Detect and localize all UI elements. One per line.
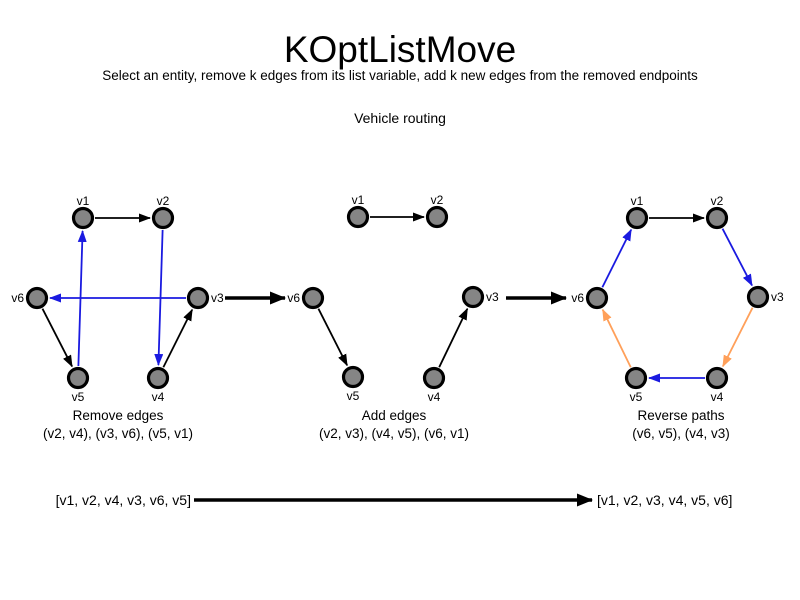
- edge-v5-v6: [601, 308, 632, 368]
- node-label-v5: v5: [630, 390, 643, 404]
- step-arrows-layer: [194, 291, 593, 507]
- add-edges-graph-caption: Add edges: [362, 408, 427, 423]
- edge-v3-v4: [722, 307, 754, 368]
- reverse-paths-graph-edge-list: (v6, v5), (v4, v3): [632, 426, 730, 441]
- node-v2: [151, 206, 175, 230]
- node-label-v5: v5: [347, 389, 360, 403]
- node-label-v3: v3: [771, 290, 784, 304]
- node-label-v6: v6: [571, 291, 584, 305]
- node-v1: [346, 205, 370, 229]
- node-v1: [625, 206, 649, 230]
- node-v6: [301, 286, 325, 310]
- list-before: [v1, v2, v4, v3, v6, v5]: [56, 492, 191, 508]
- add-edges-graph-edge-list: (v2, v3), (v4, v5), (v6, v1): [319, 426, 469, 441]
- node-label-v4: v4: [152, 390, 165, 404]
- node-label-v4: v4: [428, 390, 441, 404]
- node-v4: [146, 366, 170, 390]
- edge-v6-v5: [317, 308, 348, 367]
- node-v4: [422, 366, 446, 390]
- remove-edges-graph-caption: Remove edges: [73, 408, 164, 423]
- node-v5: [341, 365, 365, 389]
- list-after: [v1, v2, v3, v4, v5, v6]: [597, 492, 732, 508]
- node-label-v2: v2: [431, 193, 444, 207]
- edge-v4-v3: [438, 307, 469, 368]
- node-label-v3: v3: [211, 291, 224, 305]
- node-label-v6: v6: [11, 291, 24, 305]
- node-label-v1: v1: [77, 194, 90, 208]
- edge-v4-v3: [162, 308, 193, 368]
- node-v4: [705, 366, 729, 390]
- page-subtitle: Select an entity, remove k edges from it…: [102, 68, 698, 83]
- node-v5: [66, 366, 90, 390]
- node-v2: [705, 206, 729, 230]
- node-label-v3: v3: [486, 290, 499, 304]
- example-label: Vehicle routing: [354, 110, 446, 126]
- edge-v6-v5: [41, 308, 73, 368]
- edge-v6-v1: [601, 228, 632, 288]
- node-label-v2: v2: [711, 194, 724, 208]
- node-v3: [186, 286, 210, 310]
- node-v3: [461, 285, 485, 309]
- node-v6: [25, 286, 49, 310]
- node-label-v6: v6: [287, 291, 300, 305]
- page-title: KOptListMove: [284, 29, 516, 70]
- reverse-paths-graph-caption: Reverse paths: [637, 408, 724, 423]
- node-v1: [71, 206, 95, 230]
- edge-v2-v3: [721, 228, 753, 287]
- edge-v5-v1: [77, 229, 87, 367]
- node-label-v1: v1: [631, 194, 644, 208]
- remove-edges-graph-edge-list: (v2, v4), (v3, v6), (v5, v1): [43, 426, 193, 441]
- node-v2: [425, 205, 449, 229]
- node-label-v5: v5: [72, 390, 85, 404]
- node-label-v4: v4: [711, 390, 724, 404]
- node-label-v2: v2: [157, 194, 170, 208]
- node-v5: [624, 366, 648, 390]
- node-v3: [746, 285, 770, 309]
- node-v6: [585, 286, 609, 310]
- node-label-v1: v1: [352, 193, 365, 207]
